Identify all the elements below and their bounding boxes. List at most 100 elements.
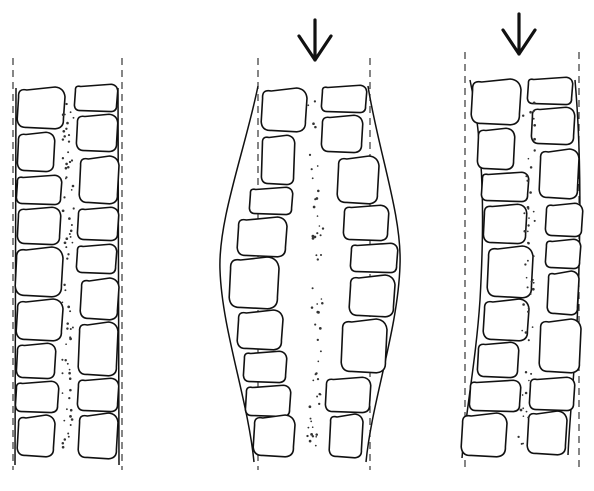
rubble-dot: [62, 157, 64, 159]
rubble-dot: [65, 178, 67, 180]
rubble-dot: [522, 407, 524, 409]
rubble-dot: [62, 209, 65, 212]
rubble-dot: [528, 158, 530, 160]
wall-stone: [337, 156, 379, 204]
rubble-dot: [70, 328, 72, 330]
rubble-dot: [61, 359, 63, 361]
rubble-dot: [315, 436, 317, 438]
rubble-dot: [526, 179, 528, 181]
rubble-dot: [522, 303, 525, 306]
rubble-dot: [532, 288, 535, 291]
rubble-dot: [320, 254, 322, 256]
wall-stone: [15, 247, 63, 297]
rubble-dot: [314, 198, 316, 200]
rubble-dot: [71, 159, 73, 161]
rubble-dot: [527, 231, 529, 233]
rubble-dot: [315, 254, 317, 256]
wall-stone: [341, 319, 387, 373]
rubble-dot: [68, 436, 70, 438]
rubble-dot: [69, 161, 71, 163]
rubble-dot: [533, 211, 535, 213]
rubble-dot: [528, 307, 530, 309]
rubble-dot: [533, 101, 536, 104]
rubble-dot: [70, 409, 73, 412]
wall-stone: [343, 205, 388, 240]
wall-stone: [469, 380, 520, 411]
wall-stone: [527, 411, 567, 455]
rubble-dot: [310, 418, 312, 420]
wall-stone: [17, 87, 65, 129]
rubble-dot: [63, 284, 65, 286]
rubble-dot: [67, 363, 69, 365]
wall-stone: [350, 243, 397, 272]
rubble-dot: [523, 230, 526, 233]
rubble-dot: [532, 326, 534, 328]
rubble-dot: [64, 289, 66, 291]
rubble-dot: [525, 371, 527, 373]
rubble-dot: [533, 282, 535, 284]
rubble-dot: [316, 311, 319, 314]
rubble-dot: [521, 330, 523, 332]
rubble-dot: [65, 237, 68, 240]
wall-stone: [16, 343, 55, 378]
rubble-dot: [530, 293, 532, 295]
rubble-dot: [64, 438, 67, 441]
down-arrow-icon: [503, 14, 535, 54]
wall-stone: [78, 413, 118, 459]
rubble-dot: [65, 163, 68, 166]
wall-stone: [325, 377, 370, 412]
rubble-dot: [310, 433, 313, 436]
wall-stone: [483, 204, 526, 243]
rubble-dot: [68, 134, 70, 136]
rubble-dot: [523, 212, 525, 214]
rubble-dot: [69, 415, 72, 418]
wall-stone: [349, 275, 395, 317]
rubble-dot: [64, 241, 67, 244]
wall-stone: [245, 385, 290, 416]
rubble-dot: [317, 378, 319, 380]
rubble-dot: [534, 149, 536, 151]
rubble-dot: [530, 373, 532, 375]
rubble-dot: [62, 442, 65, 445]
wall-panel-stable: [13, 58, 122, 470]
rubble-dot: [69, 310, 71, 312]
wall-stone: [539, 319, 581, 373]
wall-panel-leaning: [461, 14, 583, 470]
rubble-dot: [66, 257, 68, 259]
rubble-dot: [317, 215, 319, 217]
wall-stone: [76, 114, 117, 151]
rubble-dot: [318, 393, 320, 395]
wall-face-right: [118, 88, 119, 465]
rubble-fill: [306, 100, 324, 446]
wall-stone: [229, 257, 279, 309]
rubble-dot: [531, 280, 533, 282]
rubble-dot: [527, 224, 529, 226]
wall-stone: [249, 187, 292, 214]
rubble-dot: [317, 339, 319, 341]
rubble-dot: [68, 372, 71, 375]
rubble-dot: [62, 392, 64, 394]
rubble-dot: [317, 190, 320, 193]
rubble-dot: [318, 403, 320, 405]
rubble-dot: [69, 233, 71, 235]
rubble-dot: [311, 306, 314, 309]
rubble-dot: [62, 301, 64, 303]
rubble-dot: [310, 421, 312, 423]
rubble-dot: [322, 227, 324, 229]
rubble-dot: [321, 302, 324, 305]
rubble-dot: [69, 336, 71, 338]
rubble-dot: [67, 166, 70, 169]
rubble-dot: [526, 411, 528, 413]
wall-stone: [78, 322, 118, 376]
rubble-dot: [72, 327, 74, 329]
rubble-dot: [312, 235, 315, 238]
rubble-dot: [314, 126, 317, 129]
wall-stone: [17, 207, 60, 244]
rubble-dot: [73, 117, 75, 119]
rubble-dot: [65, 128, 67, 130]
rubble-dot: [69, 389, 72, 392]
rubble-dot: [65, 103, 67, 105]
rubble-dot: [69, 377, 72, 380]
wall-stone: [547, 271, 579, 315]
